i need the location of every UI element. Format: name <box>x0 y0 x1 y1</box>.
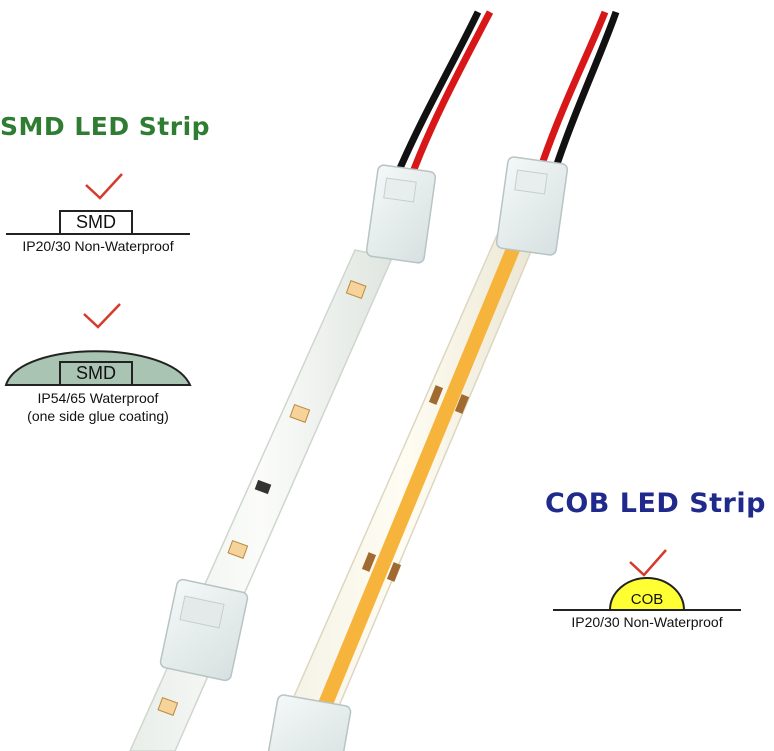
cob-dome-icon <box>608 577 686 611</box>
connector-icon <box>266 694 352 751</box>
check-icon <box>83 303 121 329</box>
cob-caption: IP20/30 Non-Waterproof <box>571 614 723 630</box>
smd-strip-title: SMD LED Strip <box>0 112 211 141</box>
check-icon <box>85 173 123 200</box>
smd-chip-label-1: SMD <box>76 212 116 232</box>
wire-icon <box>536 10 620 172</box>
connector-icon <box>159 578 249 682</box>
check-icon <box>629 549 667 577</box>
connector-icon <box>495 156 569 256</box>
cob-chip-label: COB <box>630 591 664 608</box>
wire-icon <box>391 10 494 182</box>
connector-icon <box>365 164 437 264</box>
smd-caption-2-line1: IP54/65 Waterproof <box>37 390 159 406</box>
cob-strip-title: COB LED Strip <box>545 488 766 519</box>
smd-caption-1: IP20/30 Non-Waterproof <box>22 238 174 254</box>
smd-caption-2-line2: (one side glue coating) <box>27 408 169 424</box>
smd-chip-label-2: SMD <box>76 363 116 383</box>
